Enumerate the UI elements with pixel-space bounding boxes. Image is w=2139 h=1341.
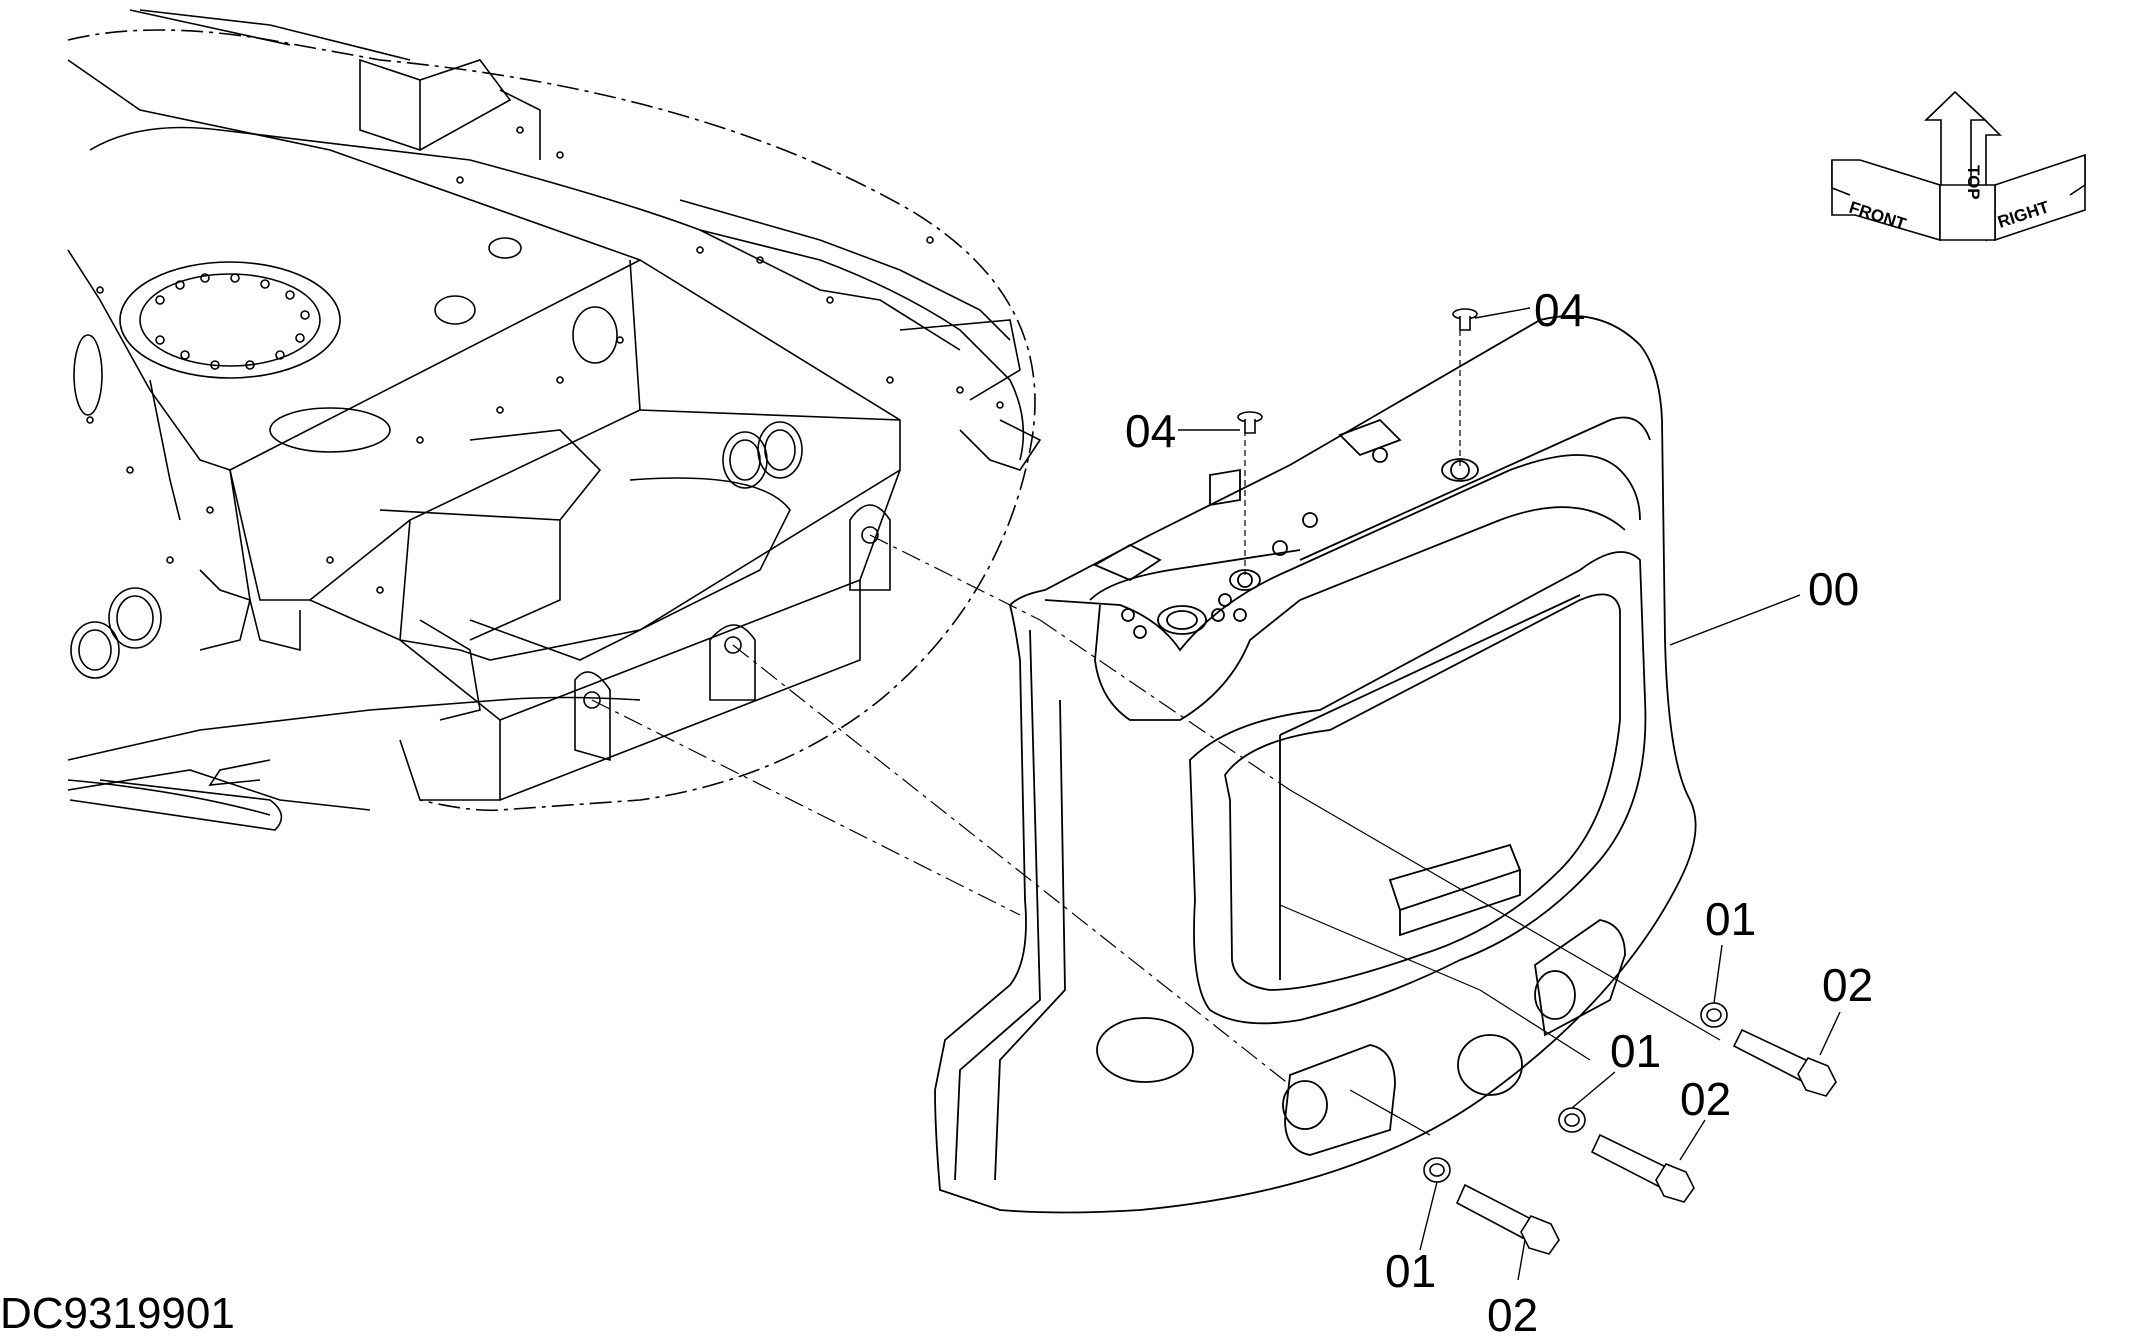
plug-parts — [1237, 308, 1478, 434]
callout-bolt-right: 02 — [1822, 959, 1874, 1011]
document-id: DC9319901 — [0, 1289, 235, 1338]
plug-right — [1452, 308, 1478, 331]
callout-plug-right: 04 — [1534, 284, 1586, 336]
callout-plug-left: 04 — [1125, 405, 1177, 457]
counterweight — [934, 315, 1697, 1214]
washer-middle — [1558, 1107, 1586, 1133]
callout-bolt-middle: 02 — [1680, 1073, 1732, 1125]
upper-frame-assembly — [67, 9, 1042, 831]
bolt-left — [1455, 1183, 1560, 1255]
orientation-top-label: TOP — [1964, 165, 1983, 200]
callout-washer-right: 01 — [1705, 893, 1757, 945]
washer-right — [1700, 1002, 1728, 1028]
callout-washer-left: 01 — [1385, 1245, 1437, 1297]
plug-left — [1237, 411, 1263, 434]
callout-washer-middle: 01 — [1610, 1025, 1662, 1077]
bolt-middle — [1590, 1133, 1695, 1203]
bolt-right — [1732, 1028, 1837, 1097]
bolt-parts — [1455, 1028, 1837, 1255]
washer-parts — [1423, 1002, 1728, 1183]
orientation-indicator: FRONT TOP RIGHT — [1831, 90, 2086, 242]
washer-left — [1423, 1157, 1451, 1183]
callout-counterweight: 00 — [1808, 563, 1860, 615]
callout-bolt-left: 02 — [1487, 1289, 1539, 1341]
leader-lines — [1178, 307, 1841, 1281]
